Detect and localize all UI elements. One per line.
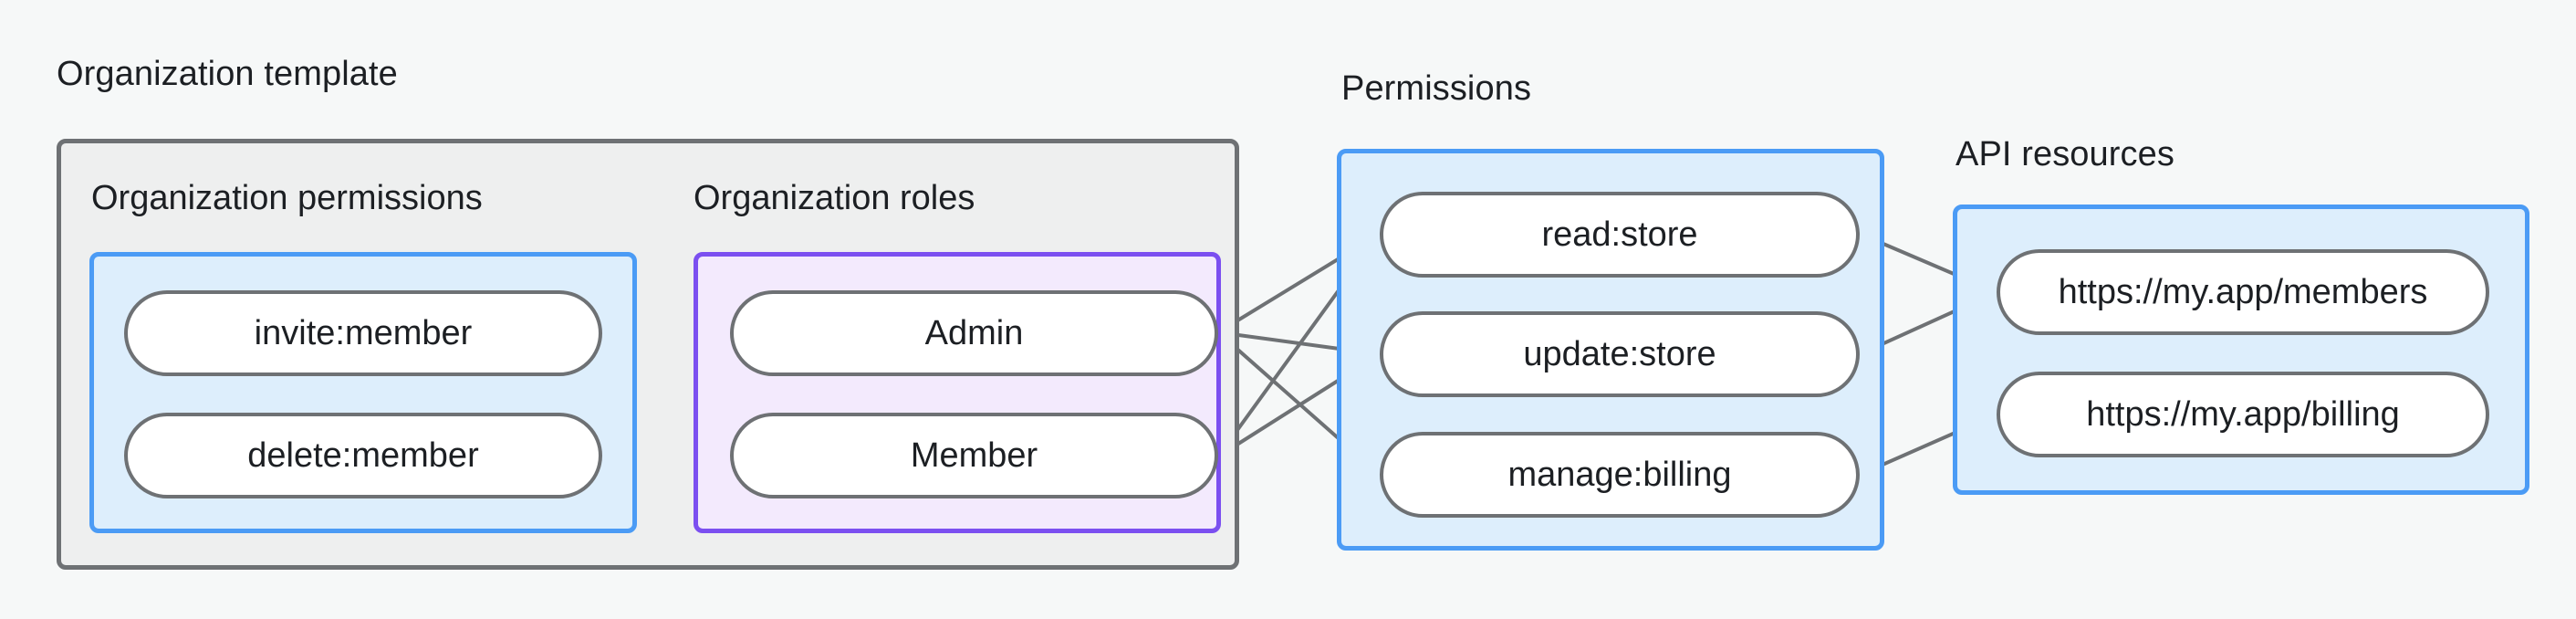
node-read-store-label: read:store	[1541, 215, 1698, 254]
node-billing-url[interactable]: https://my.app/billing	[1997, 372, 2489, 457]
node-update-store-label: update:store	[1523, 334, 1716, 373]
node-members-url[interactable]: https://my.app/members	[1997, 249, 2489, 335]
node-manage-billing[interactable]: manage:billing	[1380, 432, 1860, 518]
caption-organization-permissions: Organization permissions	[91, 179, 483, 217]
node-invite-member[interactable]: invite:member	[124, 290, 602, 376]
caption-organization-roles: Organization roles	[694, 179, 975, 217]
node-admin-label: Admin	[924, 313, 1024, 352]
caption-organization-template: Organization template	[57, 55, 398, 93]
node-invite-member-label: invite:member	[254, 313, 473, 352]
caption-permissions: Permissions	[1341, 69, 1532, 108]
caption-api-resources: API resources	[1955, 135, 2174, 173]
node-read-store[interactable]: read:store	[1380, 192, 1860, 278]
node-member-label: Member	[910, 435, 1038, 475]
node-members-url-label: https://my.app/members	[2058, 272, 2428, 311]
node-update-store[interactable]: update:store	[1380, 311, 1860, 397]
node-manage-billing-label: manage:billing	[1507, 455, 1732, 494]
node-delete-member[interactable]: delete:member	[124, 413, 602, 498]
node-delete-member-label: delete:member	[247, 435, 479, 475]
node-member[interactable]: Member	[730, 413, 1218, 498]
node-billing-url-label: https://my.app/billing	[2086, 394, 2400, 434]
node-admin[interactable]: Admin	[730, 290, 1218, 376]
